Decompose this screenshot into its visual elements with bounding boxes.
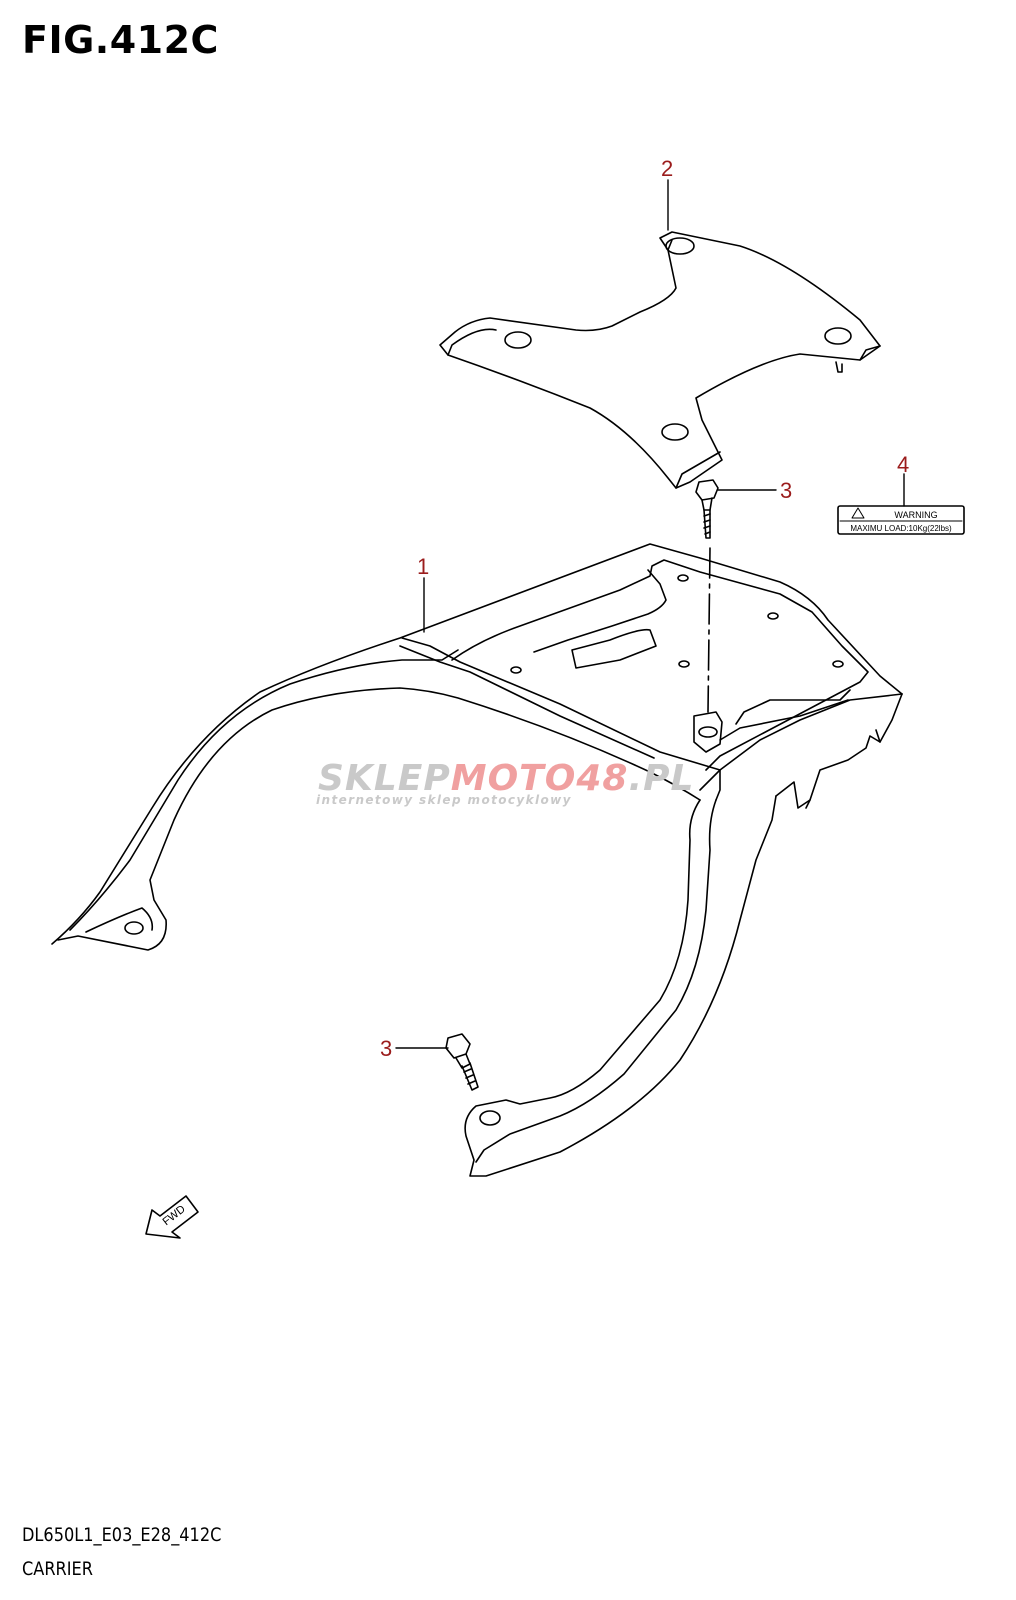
fwd-text: FWD xyxy=(161,1203,188,1228)
bolt-upper xyxy=(695,479,719,713)
section-name: CARRIER xyxy=(22,1558,93,1580)
leader-lines xyxy=(395,179,905,1049)
bolt-lower xyxy=(445,1033,479,1091)
figure-title: FIG.412C xyxy=(22,18,219,62)
callout-2: 2 xyxy=(661,156,673,181)
callout-3-lower: 3 xyxy=(380,1036,392,1061)
warning-label-heading: WARNING xyxy=(894,510,937,520)
warning-label-sticker xyxy=(837,505,965,535)
watermark-brand-a: SKLEP xyxy=(318,758,451,799)
callout-4: 4 xyxy=(897,452,909,477)
svg-text:SKLEPMOTO48.PL: SKLEPMOTO48.PL xyxy=(318,758,694,799)
callout-3-upper: 3 xyxy=(780,478,792,503)
rear-carrier xyxy=(51,543,903,1177)
watermark-brand-c: 48 xyxy=(575,758,628,799)
watermark-brand-d: .PL xyxy=(628,758,694,799)
model-code: DL650L1_E03_E28_412C xyxy=(22,1524,222,1546)
watermark: SKLEPMOTO48.PL internetowy sklep motocyk… xyxy=(316,758,694,807)
watermark-tagline: internetowy sklep motocyklowy xyxy=(316,793,572,807)
callout-1: 1 xyxy=(417,554,429,579)
fwd-arrow-icon xyxy=(145,1195,199,1239)
warning-label-text: MAXIMU LOAD:10Kg(22lbs) xyxy=(850,524,952,533)
carrier-plate xyxy=(439,231,881,489)
watermark-brand-b: MOTO xyxy=(451,758,577,799)
